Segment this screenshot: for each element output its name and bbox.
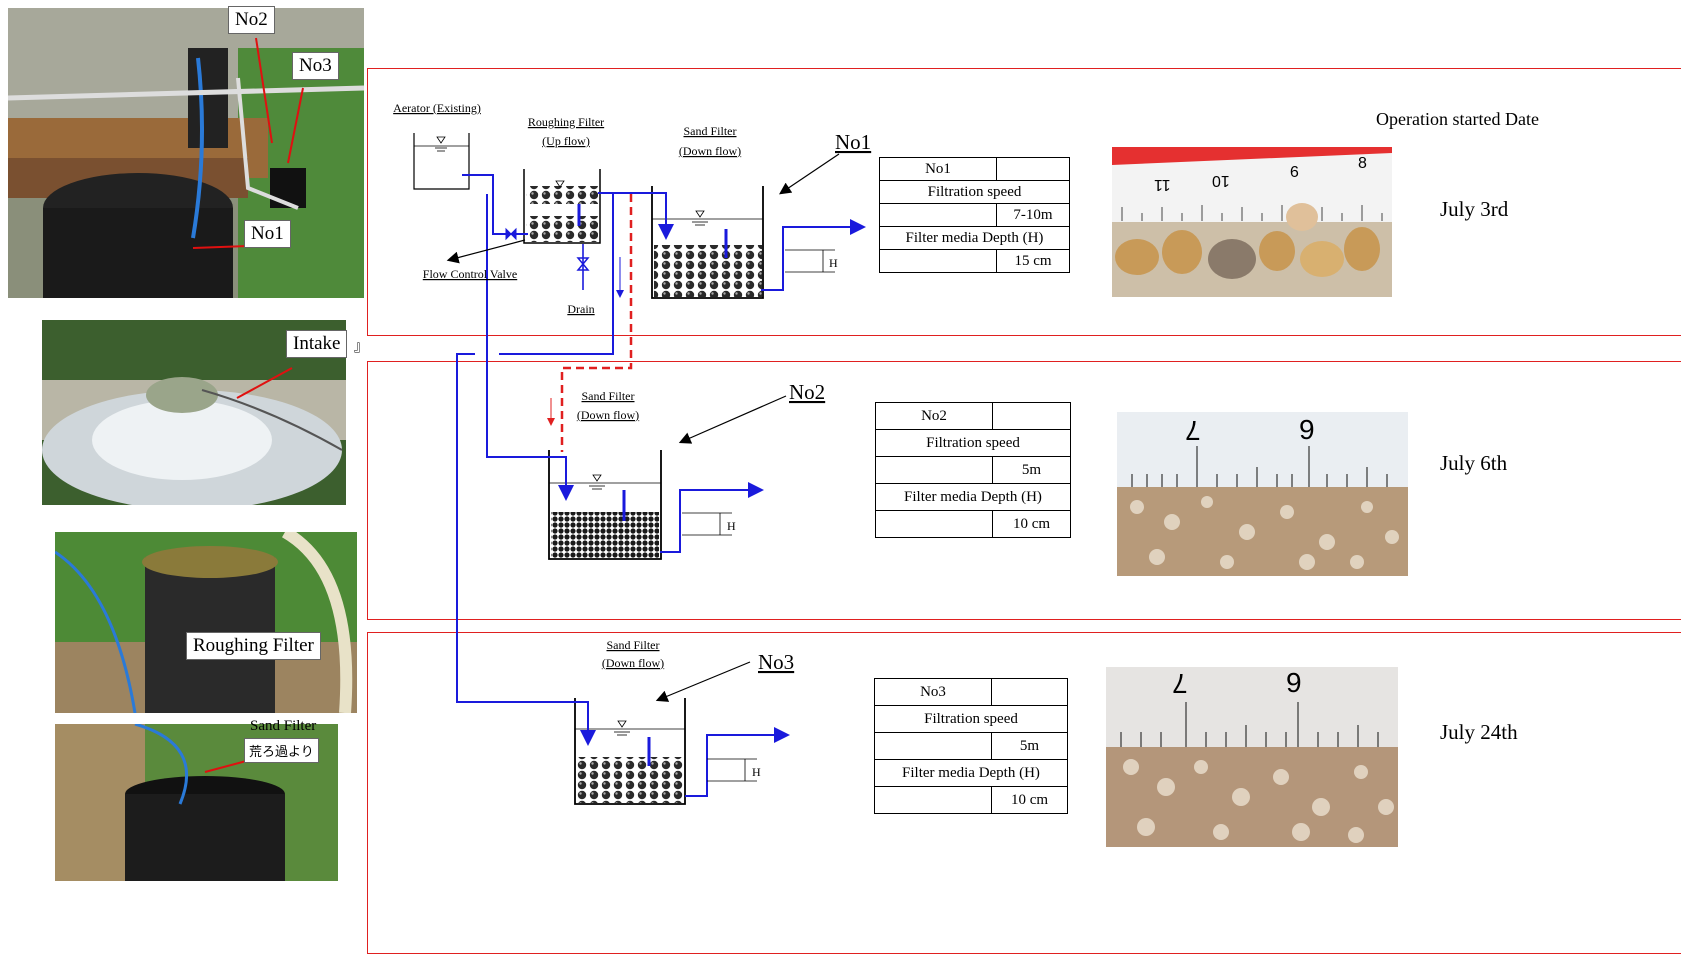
drain-valve-icon bbox=[576, 257, 590, 271]
operation-date-header: Operation started Date bbox=[1376, 109, 1539, 129]
sand-filter-2-title: Sand Filter bbox=[582, 389, 635, 403]
h-dimension-markers bbox=[682, 249, 835, 782]
table-speed-label: Filtration speed bbox=[874, 705, 1068, 733]
date-no1: July 3rd bbox=[1440, 197, 1509, 221]
sand-filter-2-tank bbox=[548, 450, 662, 560]
callout-no2: No2 bbox=[789, 380, 825, 404]
media-photo-no2: 7 9 bbox=[1117, 412, 1408, 576]
sand-filter-sublabel: 荒ろ過より bbox=[244, 738, 319, 763]
spec-table-no3: No3 Filtration speed 5m Filter media Dep… bbox=[874, 678, 1068, 814]
site-photo-arrows bbox=[192, 37, 304, 249]
spec-table-no2: No2 Filtration speed 5m Filter media Dep… bbox=[875, 402, 1071, 538]
table-speed-value: 5m bbox=[992, 456, 1071, 484]
sand-filter-3-title: Sand Filter bbox=[607, 638, 660, 652]
h-label-1: H bbox=[829, 256, 838, 270]
h-label-2: H bbox=[727, 519, 736, 533]
sand-arrow bbox=[204, 759, 251, 773]
ruler-label-11: 11 bbox=[1154, 176, 1171, 193]
dashed-pipe bbox=[547, 194, 633, 452]
callout-no1: No1 bbox=[835, 130, 871, 154]
sand-filter-3-subtitle: (Down flow) bbox=[602, 656, 664, 670]
section-no1 bbox=[367, 68, 1681, 336]
drain-label: Drain bbox=[567, 302, 594, 316]
table-depth-value: 15 cm bbox=[996, 249, 1070, 273]
intake-stray-char: 』 bbox=[354, 340, 368, 355]
flow-control-valve-label: Flow Control Valve bbox=[423, 267, 517, 281]
table-depth-value: 10 cm bbox=[992, 510, 1071, 538]
sand-filter-label: Sand Filter bbox=[250, 718, 317, 734]
table-id: No3 bbox=[874, 678, 992, 706]
intake-label: Intake bbox=[286, 330, 348, 358]
site-label-no3: No3 bbox=[292, 52, 339, 80]
ruler-label-9c: 9 bbox=[1286, 667, 1302, 698]
leader-arrows bbox=[446, 153, 840, 702]
site-label-no1: No1 bbox=[244, 220, 291, 248]
media-no3-illustration bbox=[1106, 667, 1398, 847]
aerator-tank bbox=[413, 133, 470, 190]
spec-table-no1: No1 Filtration speed 7-10m Filter media … bbox=[879, 157, 1070, 273]
media-photo-no3: 7 9 bbox=[1106, 667, 1398, 847]
aerator-label: Aerator (Existing) bbox=[393, 101, 481, 115]
table-speed-value: 5m bbox=[991, 732, 1068, 760]
sand-filter-1-title: Sand Filter bbox=[684, 124, 737, 138]
sand-filter-1-subtitle: (Down flow) bbox=[679, 144, 741, 158]
table-depth-value: 10 cm bbox=[991, 786, 1068, 814]
section-no2 bbox=[367, 361, 1681, 620]
sand-photo-illustration bbox=[55, 724, 338, 881]
media-photo-no1: 11 10 9 8 bbox=[1112, 147, 1392, 297]
pipes bbox=[456, 174, 866, 797]
h-label-3: H bbox=[752, 765, 761, 779]
table-depth-label: Filter media Depth (H) bbox=[874, 759, 1068, 787]
callout-no3: No3 bbox=[758, 650, 794, 674]
ruler-label-7b: 7 bbox=[1172, 668, 1188, 699]
table-id: No2 bbox=[875, 402, 993, 430]
ruler-label-8: 8 bbox=[1358, 155, 1367, 172]
table-speed-label: Filtration speed bbox=[879, 180, 1070, 204]
table-speed-label: Filtration speed bbox=[875, 429, 1071, 457]
roughing-filter-label: Roughing Filter bbox=[186, 632, 321, 660]
sand-filter-photo bbox=[55, 724, 338, 881]
ruler-label-9: 9 bbox=[1290, 162, 1299, 179]
sand-filter-1-tank bbox=[651, 186, 764, 299]
media-no1-illustration bbox=[1112, 147, 1392, 297]
sand-filter-2-subtitle: (Down flow) bbox=[577, 408, 639, 422]
table-depth-label: Filter media Depth (H) bbox=[875, 483, 1071, 511]
site-label-no2: No2 bbox=[228, 6, 275, 34]
date-no2: July 6th bbox=[1440, 451, 1508, 475]
ruler-label-9b: 9 bbox=[1299, 414, 1315, 445]
roughing-filter-subtitle: (Up flow) bbox=[542, 134, 590, 148]
ruler-label-10: 10 bbox=[1212, 172, 1230, 189]
media-no2-illustration bbox=[1117, 412, 1408, 576]
table-id: No1 bbox=[879, 157, 997, 181]
roughing-filter-title: Roughing Filter bbox=[528, 115, 604, 129]
roughing-filter-tank bbox=[523, 169, 601, 244]
sand-filter-3-tank bbox=[574, 698, 686, 805]
table-depth-label: Filter media Depth (H) bbox=[879, 226, 1070, 250]
flow-control-valve-icon bbox=[505, 227, 517, 241]
intake-arrow bbox=[236, 367, 293, 399]
date-no3: July 24th bbox=[1440, 720, 1518, 744]
ruler-label-7: 7 bbox=[1185, 415, 1201, 446]
table-speed-value: 7-10m bbox=[996, 203, 1070, 227]
